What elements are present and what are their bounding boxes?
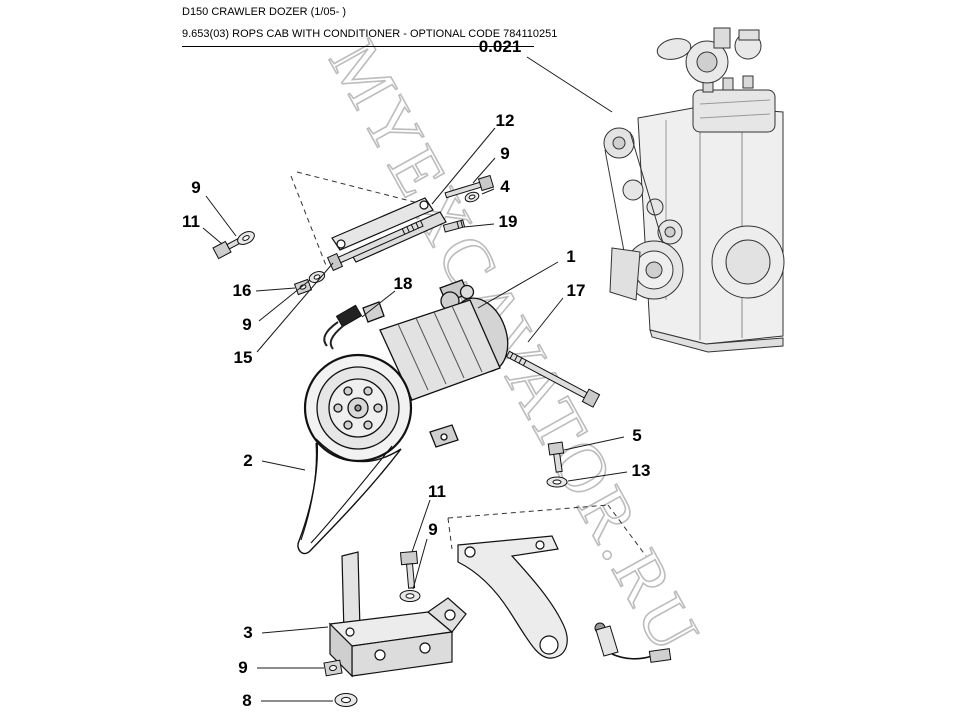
- callout-label-9e: 9: [238, 658, 248, 677]
- callout-label-18: 18: [393, 274, 413, 293]
- compressor: [303, 279, 509, 463]
- callout-label-17: 17: [566, 281, 586, 300]
- drive-belt: [297, 438, 402, 555]
- callout-label-11a: 11: [182, 212, 200, 231]
- header-model-line: D150 CRAWLER DOZER (1/05- ): [182, 6, 347, 18]
- callout-label-12: 12: [495, 111, 515, 130]
- header-divider: [182, 46, 534, 47]
- engine-illustration: [603, 27, 785, 353]
- nut-9-washer-8: [323, 659, 358, 707]
- callout-label-16: 16: [232, 281, 252, 300]
- reference-code-label: 0.021: [478, 37, 522, 56]
- callout-label-11b: 11: [428, 482, 446, 501]
- stud-19: [442, 219, 466, 233]
- bolt-9-top: [444, 174, 495, 203]
- clutch-pulley: [303, 353, 413, 463]
- bolt-17: [505, 350, 601, 408]
- support-arm: [457, 535, 568, 659]
- bolt-11-bottom: [399, 550, 421, 602]
- callout-label-9d: 9: [428, 520, 438, 539]
- callout-label-4: 4: [500, 177, 510, 196]
- callout-label-2: 2: [243, 451, 253, 470]
- construction-lines: [290, 171, 647, 557]
- mounting-bracket-3: [328, 551, 467, 678]
- wiring-connector-18: [323, 304, 363, 350]
- callout-label-15: 15: [233, 348, 253, 367]
- callout-label-9c: 9: [242, 315, 252, 334]
- callout-label-9a: 9: [500, 144, 510, 163]
- header-section-line: 9.653(03) ROPS CAB WITH CONDITIONER - OP…: [182, 28, 558, 40]
- callout-label-8: 8: [242, 691, 252, 710]
- nut-16-washer-9: [293, 271, 326, 296]
- callout-label-13: 13: [631, 461, 651, 480]
- bolt-15: [326, 219, 424, 272]
- callout-label-19: 19: [498, 212, 518, 231]
- callout-label-9b: 9: [191, 178, 201, 197]
- callout-label-3: 3: [243, 623, 253, 642]
- header: D150 CRAWLER DOZER (1/05- ) 9.653(03) RO…: [182, 4, 557, 47]
- bolt-5-washer-13: [546, 441, 568, 488]
- callout-label-5: 5: [632, 426, 642, 445]
- sensor: [594, 622, 672, 663]
- bolt-11-left: [212, 231, 255, 260]
- leader-lines: [202, 56, 628, 702]
- callout-label-1: 1: [566, 247, 576, 266]
